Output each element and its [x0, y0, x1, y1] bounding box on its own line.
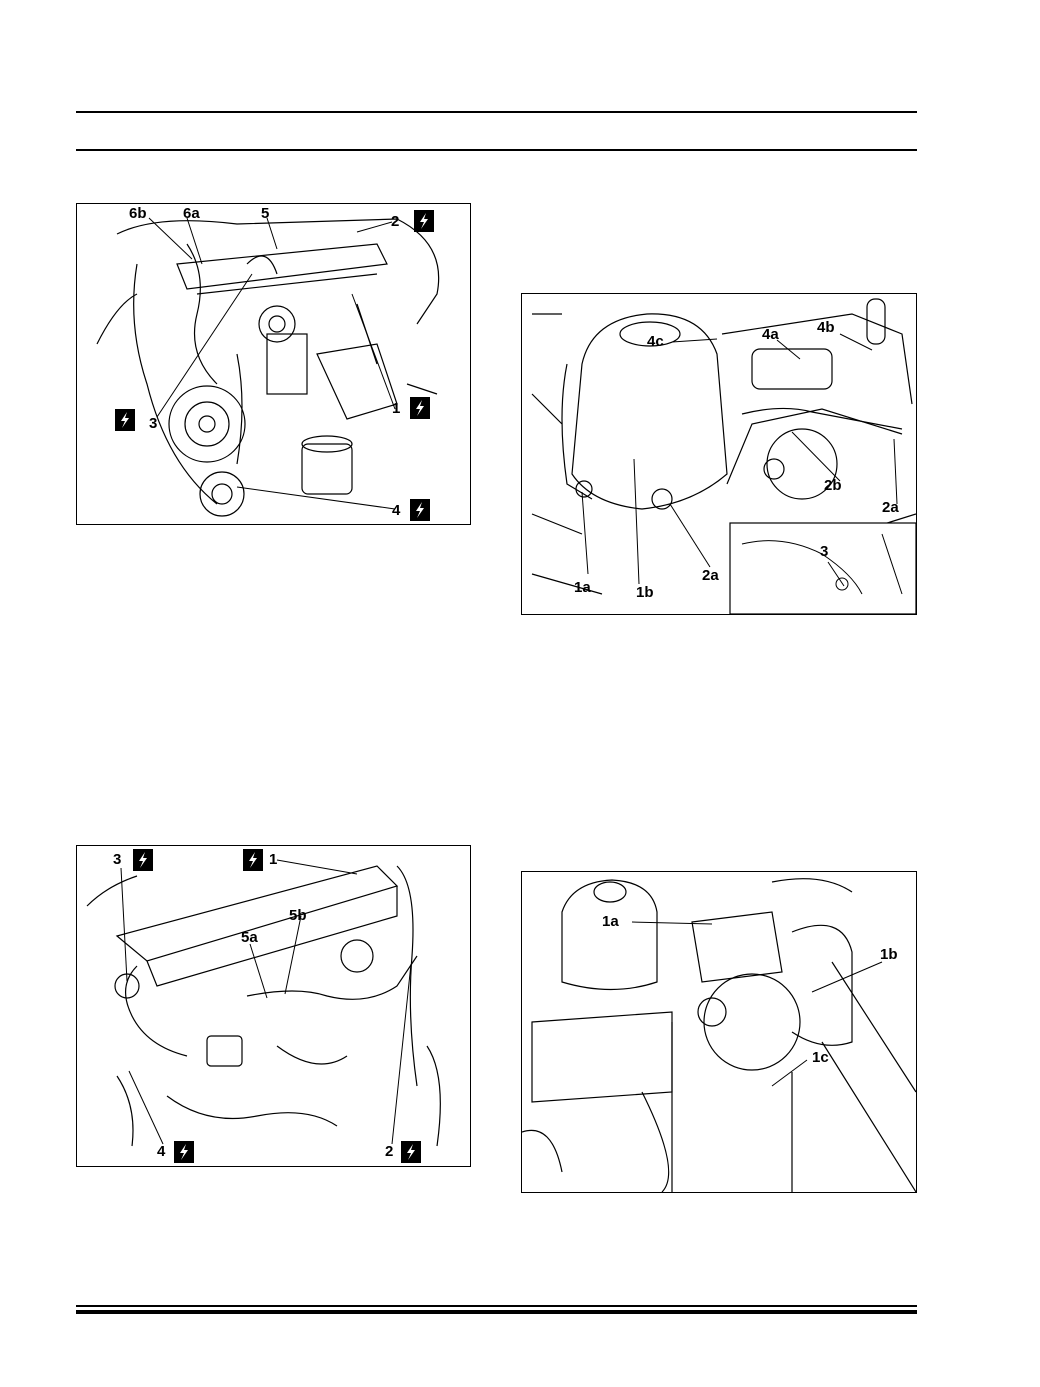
figure-oil-filter-housing: 4c 4a 4b 2b 2a 1a 1b 2a 3 — [521, 293, 917, 615]
callout-1a: 1a — [602, 913, 619, 930]
electrical-bolt-icon — [414, 210, 434, 232]
electrical-bolt-icon — [410, 499, 430, 521]
callout-3: 3 — [820, 543, 829, 560]
figure-injector-harness: 3 1 5b 5a 4 2 — [76, 845, 471, 1167]
callout-1a: 1a — [574, 579, 591, 596]
callout-1c: 1c — [812, 1049, 829, 1066]
callout-6a: 6a — [183, 205, 200, 222]
engine-illustration-2 — [531, 298, 916, 614]
callout-4c: 4c — [647, 333, 664, 350]
footer-rule-thick — [76, 1310, 917, 1314]
engine-illustration-4 — [522, 878, 916, 1192]
engine-illustration-3 — [86, 859, 441, 1147]
callout-2: 2 — [385, 1143, 394, 1160]
callout-1b: 1b — [636, 584, 654, 601]
electrical-bolt-icon — [401, 1141, 421, 1163]
callout-4b: 4b — [817, 319, 835, 336]
figure-turbocharger: 1a 1b 1c — [521, 871, 917, 1193]
callout-1b: 1b — [880, 946, 898, 963]
electrical-bolt-icon — [133, 849, 153, 871]
callout-2: 2 — [391, 213, 400, 230]
electrical-bolt-icon — [174, 1141, 194, 1163]
header-rule-top — [76, 111, 917, 113]
callout-4: 4 — [157, 1143, 166, 1160]
electrical-bolt-icon — [410, 397, 430, 419]
callout-2a-bottom: 2a — [702, 567, 719, 584]
header-rule-bottom — [76, 149, 917, 151]
callout-1: 1 — [392, 400, 401, 417]
callout-5b: 5b — [289, 907, 307, 924]
callout-2a-right: 2a — [882, 499, 899, 516]
callout-1: 1 — [269, 851, 278, 868]
callout-5: 5 — [261, 205, 270, 222]
callout-3: 3 — [113, 851, 122, 868]
engine-illustration-1 — [96, 217, 440, 517]
callout-2b: 2b — [824, 477, 842, 494]
figure-engine-overview: 6b 6a 5 2 3 1 4 — [76, 203, 471, 525]
electrical-bolt-icon — [115, 409, 135, 431]
footer-rule-thin — [76, 1305, 917, 1307]
callout-5a: 5a — [241, 929, 258, 946]
callout-6b: 6b — [129, 205, 147, 222]
electrical-bolt-icon — [243, 849, 263, 871]
callout-4a: 4a — [762, 326, 779, 343]
callout-4: 4 — [392, 502, 401, 519]
callout-3: 3 — [149, 415, 158, 432]
